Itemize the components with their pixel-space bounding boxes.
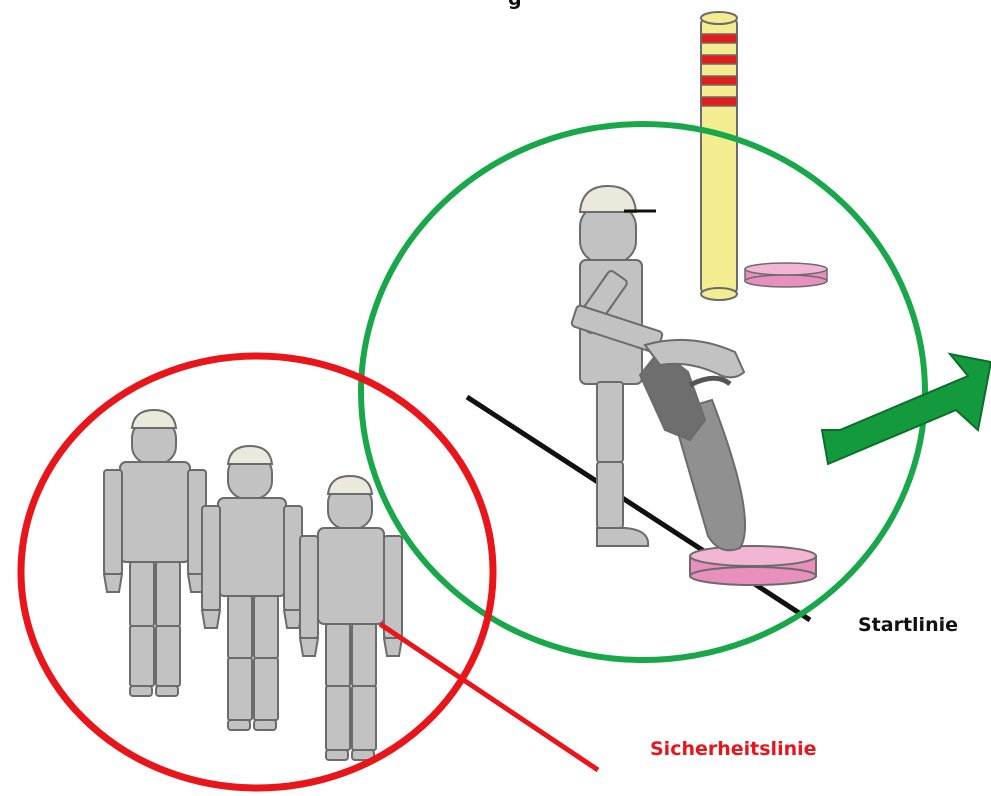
start-line-label: Startlinie — [858, 614, 958, 636]
start-line — [467, 397, 810, 620]
start-zone-circle — [361, 124, 925, 660]
top-caption-fragment: g — [508, 0, 522, 10]
safety-line — [380, 624, 598, 770]
person-1 — [104, 410, 206, 696]
direction-arrow — [822, 354, 991, 464]
person-3 — [300, 476, 402, 760]
small-target-disc — [745, 263, 827, 287]
safety-line-label: Sicherheitslinie — [650, 738, 817, 760]
person-2 — [202, 446, 302, 730]
large-target-disc — [690, 546, 816, 585]
waiting-people-group — [104, 410, 402, 760]
pole — [701, 12, 737, 300]
